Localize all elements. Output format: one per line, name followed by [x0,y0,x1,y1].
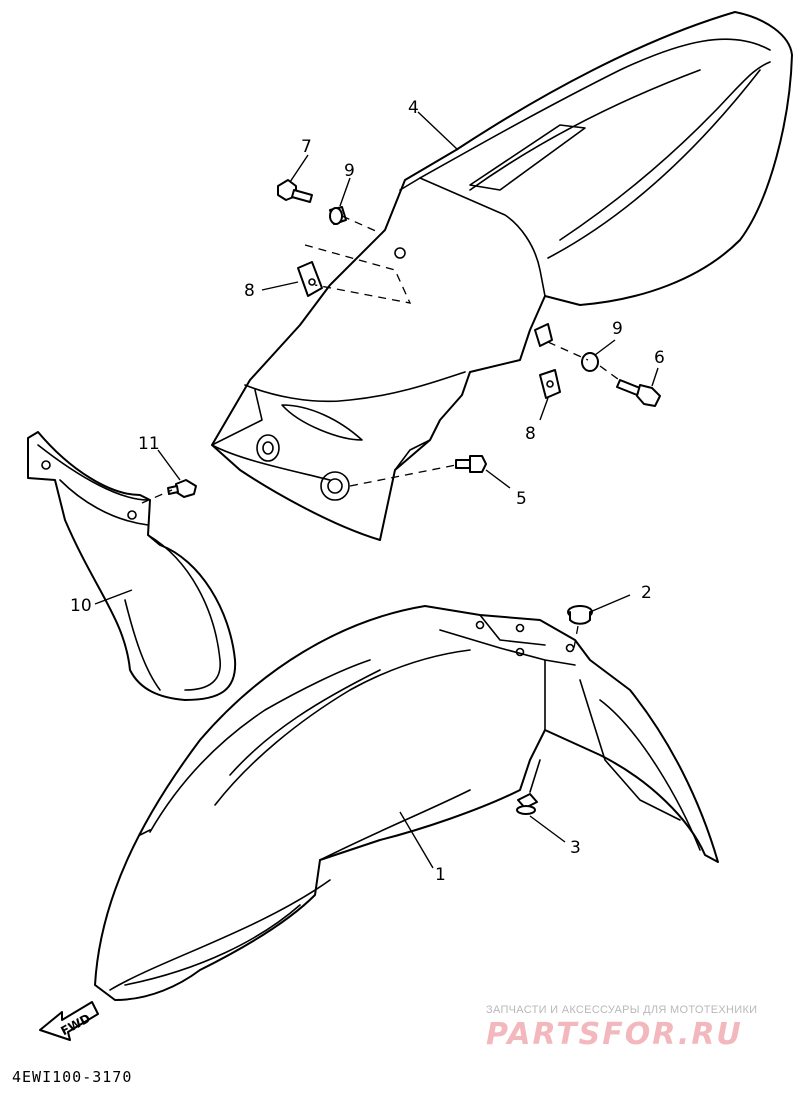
callout-labels: 1 2 3 4 5 6 7 8 8 9 9 10 11 [70,98,665,885]
callout-6: 6 [654,348,665,368]
callout-5: 5 [516,489,527,509]
bolt-7 [277,179,313,203]
callout-11: 11 [138,434,160,454]
watermark-brand-right: FOR.RU [602,1017,743,1052]
watermark-brand-left: PARTS [486,1017,602,1052]
clip-8-rear [534,323,553,347]
leader-lines [94,111,659,869]
assembly-guides [141,215,623,649]
screw-3 [516,759,541,815]
callout-7: 7 [301,137,312,157]
bolt-11 [167,479,197,498]
callout-10: 10 [70,596,92,616]
callout-9-upper: 9 [344,161,355,181]
watermark-brand: PARTSFOR.RU [486,1017,743,1052]
rear-fender [211,11,793,541]
front-fender [94,605,719,1001]
watermark: ЗАПЧАСТИ И АКСЕССУАРЫ ДЛЯ МОТОТЕХНИКИ PA… [486,1004,757,1052]
collar-9-upper [329,206,347,225]
bolt-6 [616,379,661,407]
bolt-5 [455,455,487,473]
watermark-caption: ЗАПЧАСТИ И АКСЕССУАРЫ ДЛЯ МОТОТЕХНИКИ [486,1004,757,1016]
grommet-2 [567,605,593,625]
clip-8-lower [539,369,561,399]
callout-3: 3 [570,838,581,858]
callout-4: 4 [408,98,419,118]
mud-guard [27,431,237,701]
callout-8-lower: 8 [525,424,536,444]
callout-9-lower: 9 [612,319,623,339]
callout-2: 2 [641,583,652,603]
callout-8-upper: 8 [244,281,255,301]
diagram-code: 4EWI100-3170 [12,1068,132,1086]
forward-direction-arrow: FWD [39,1001,99,1041]
clip-8-upper [297,261,323,297]
callout-1: 1 [435,865,446,885]
collar-9-lower [581,352,599,372]
